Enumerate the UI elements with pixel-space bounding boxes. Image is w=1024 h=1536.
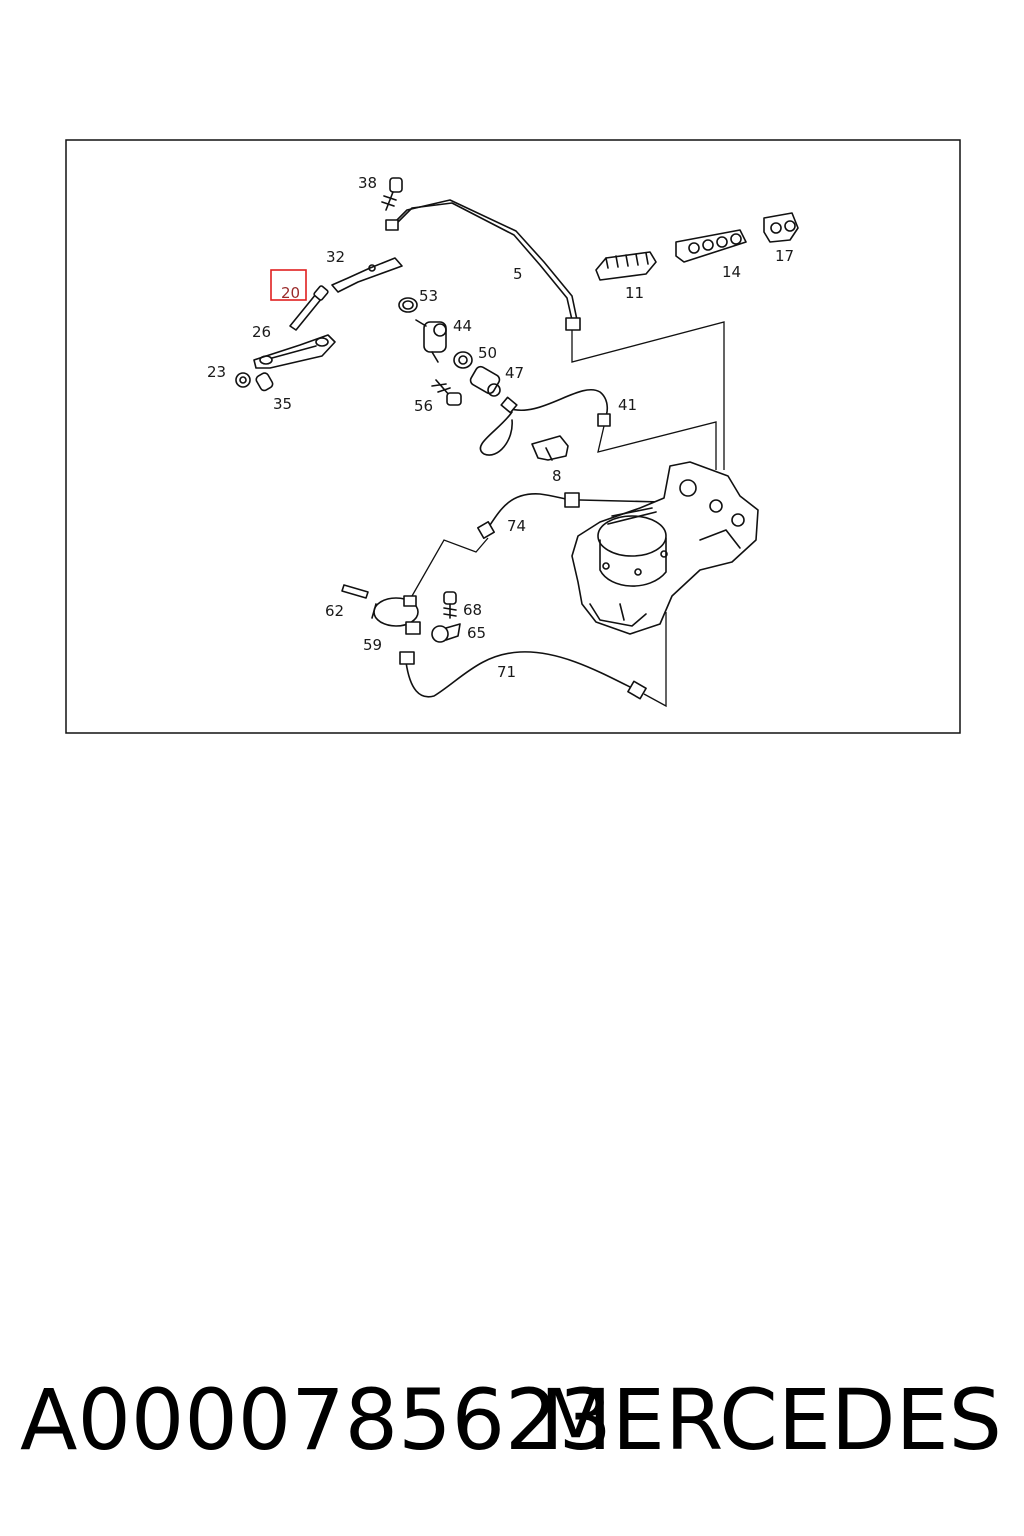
callout-35: 35: [273, 395, 292, 413]
part-71-line: [399, 651, 647, 700]
part-35-spacer: [255, 372, 274, 392]
callout-65: 65: [467, 624, 486, 642]
callout-74: 74: [507, 517, 526, 535]
callout-44: 44: [453, 317, 472, 335]
callout-71: 71: [497, 663, 516, 681]
callout-23: 23: [207, 363, 226, 381]
part-32-bracket: [331, 257, 403, 293]
fuel-pump-assembly: [571, 461, 759, 635]
callout-8: 8: [552, 467, 562, 485]
callout-68: 68: [463, 601, 482, 619]
part-74-line: [477, 492, 663, 539]
part-26-plate: [253, 334, 336, 369]
part-50-washer: [453, 351, 473, 369]
leader-71: [643, 612, 667, 708]
part-number: A0000785623: [20, 1371, 612, 1469]
callout-47: 47: [505, 364, 524, 382]
callout-59: 59: [363, 636, 382, 654]
leader-41: [597, 421, 717, 470]
leader-5: [571, 321, 725, 470]
callout-20: 20: [281, 284, 300, 302]
part-53-oring: [398, 297, 418, 313]
part-11-clip: [595, 251, 657, 281]
brand-name: MERCEDES: [539, 1371, 1002, 1469]
part-59-sensor: [371, 595, 421, 635]
part-41-line: [479, 389, 611, 456]
part-38-bolt: [381, 177, 403, 211]
part-65-clamp: [431, 623, 461, 643]
callout-41: 41: [618, 396, 637, 414]
part-56-screw: [431, 379, 462, 406]
callout-50: 50: [478, 344, 497, 362]
part-5-pipe: [385, 199, 581, 331]
callout-62: 62: [325, 602, 344, 620]
part-8-clamp: [531, 435, 569, 461]
callout-5: 5: [513, 265, 523, 283]
part-14-clip: [675, 229, 747, 263]
part-23-nut: [235, 372, 251, 388]
diagram-frame: [65, 139, 961, 734]
callout-26: 26: [252, 323, 271, 341]
callout-32: 32: [326, 248, 345, 266]
part-44-valve: [415, 319, 447, 363]
callout-14: 14: [722, 263, 741, 281]
callout-38: 38: [358, 174, 377, 192]
callout-20-highlight: [270, 269, 307, 301]
part-62-bolt: [341, 584, 369, 599]
part-68-bolt: [443, 591, 457, 619]
callout-56: 56: [414, 397, 433, 415]
parts-diagram: 38 32 20 26 23 35 53 44 50 47 56 5 11 14…: [65, 139, 961, 734]
leader-74: [411, 537, 489, 597]
part-47-fitting: [469, 365, 501, 397]
part-20-pin: [289, 285, 329, 331]
callout-17: 17: [775, 247, 794, 265]
callout-53: 53: [419, 287, 438, 305]
callout-11: 11: [625, 284, 644, 302]
footer: A0000785623 MERCEDES: [0, 1370, 1024, 1470]
part-17-clip: [763, 212, 799, 243]
